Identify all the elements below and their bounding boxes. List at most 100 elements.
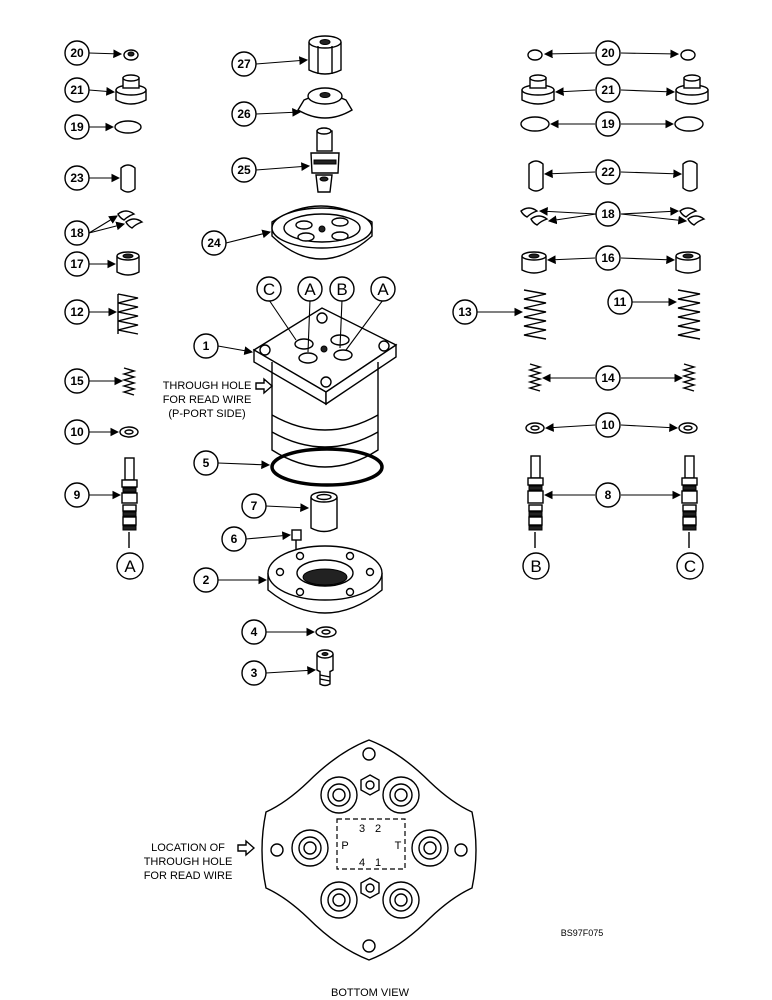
leader-lines xyxy=(88,49,688,675)
part-sleeve-7 xyxy=(310,491,338,533)
callout-19-right: 19 xyxy=(601,117,615,131)
location-line-2: THROUGH HOLE xyxy=(144,856,233,868)
part-plate-2 xyxy=(267,545,383,614)
bottom-view-drawing: 3 2 P T 4 1 xyxy=(261,739,477,961)
part-nut-20-right-a xyxy=(527,49,543,61)
hollow-arrow-icon-bottom xyxy=(237,839,256,857)
port-mark-3: 3 xyxy=(359,823,365,835)
part-clips-18-left xyxy=(117,210,144,229)
callout-12: 12 xyxy=(70,305,84,319)
part-plungers-8 xyxy=(527,455,698,548)
part-nut-20-right-b xyxy=(680,49,696,61)
left-column-parts xyxy=(114,49,147,548)
part-spring-14-b xyxy=(681,363,697,392)
callout-27: 27 xyxy=(237,57,251,71)
part-seal-19-left xyxy=(114,120,142,134)
callout-21-left: 21 xyxy=(70,83,84,97)
part-cover-plate-24 xyxy=(271,205,373,260)
callout-10-left: 10 xyxy=(70,425,84,439)
callout-26: 26 xyxy=(237,107,251,121)
callout-19-left: 19 xyxy=(70,120,84,134)
through-hole-line-3: (P-PORT SIDE) xyxy=(168,408,245,420)
callout-6: 6 xyxy=(231,532,238,546)
bottom-view-caption: BOTTOM VIEW xyxy=(331,987,410,999)
callout-24: 24 xyxy=(207,236,221,250)
part-pins-22 xyxy=(528,160,698,192)
callout-10-right: 10 xyxy=(601,418,615,432)
callout-circles: 20 21 19 23 18 17 12 15 10 9 27 26 25 24… xyxy=(64,40,633,686)
callout-20-right: 20 xyxy=(601,46,615,60)
through-hole-line-2: FOR READ WIRE xyxy=(163,394,252,406)
port-letter-a-top-right: A xyxy=(377,280,389,299)
part-spring-14-a xyxy=(527,363,543,392)
callout-16: 16 xyxy=(601,251,615,265)
part-spring-13 xyxy=(523,289,547,340)
port-letter-c-top: C xyxy=(263,280,275,299)
part-collars-16 xyxy=(521,251,701,274)
part-bolt-3 xyxy=(316,649,334,687)
part-caps-21-right xyxy=(521,74,709,105)
callout-22: 22 xyxy=(601,165,615,179)
port-letter-b-bottom: B xyxy=(530,557,541,576)
part-spring-15 xyxy=(121,367,137,396)
callout-21-right: 21 xyxy=(601,83,615,97)
callout-17: 17 xyxy=(70,257,84,271)
port-mark-p: P xyxy=(341,840,348,852)
port-letter-a-top-left: A xyxy=(304,280,316,299)
drawing-code: BS97F075 xyxy=(561,928,604,938)
callout-15: 15 xyxy=(70,374,84,388)
callout-5: 5 xyxy=(203,456,210,470)
port-letter-b-top: B xyxy=(336,280,347,299)
right-column-parts xyxy=(520,49,709,548)
callout-25: 25 xyxy=(237,163,251,177)
location-line-1: LOCATION OF xyxy=(151,842,225,854)
part-nut-20-left xyxy=(123,49,139,61)
callout-18-left: 18 xyxy=(70,226,84,240)
callout-14: 14 xyxy=(601,371,615,385)
callout-4: 4 xyxy=(251,625,258,639)
part-seal-19-right-a xyxy=(520,116,550,132)
part-collar-17 xyxy=(116,251,140,276)
port-letter-a-bottom: A xyxy=(124,557,136,576)
through-hole-label: THROUGH HOLE FOR READ WIRE (P-PORT SIDE) xyxy=(163,377,274,420)
hollow-arrow-icon xyxy=(255,377,274,395)
port-mark-2: 2 xyxy=(375,823,381,835)
callout-1: 1 xyxy=(203,339,210,353)
part-washers-10-right xyxy=(525,422,698,434)
part-clips-18-right xyxy=(520,207,706,226)
bottom-view-ports xyxy=(291,774,449,919)
through-hole-line-1: THROUGH HOLE xyxy=(163,380,252,392)
callout-18-right: 18 xyxy=(601,207,615,221)
callout-8: 8 xyxy=(605,488,612,502)
port-mark-t: T xyxy=(395,840,402,852)
port-letters: C A B A A B C xyxy=(116,276,704,580)
callout-9: 9 xyxy=(74,488,81,502)
part-spring-12 xyxy=(117,293,139,335)
callout-11: 11 xyxy=(614,295,627,309)
callout-2: 2 xyxy=(203,573,210,587)
part-washer-4 xyxy=(315,626,337,638)
center-column-parts xyxy=(252,35,398,687)
port-mark-4: 4 xyxy=(359,857,365,869)
part-washer-10-left xyxy=(119,426,139,438)
callout-7: 7 xyxy=(251,499,258,513)
part-oring-5 xyxy=(270,447,384,487)
callout-20-left: 20 xyxy=(70,46,84,60)
part-body-1 xyxy=(252,307,398,468)
part-nut-27 xyxy=(308,35,342,75)
part-seal-19-right-b xyxy=(674,116,704,132)
part-disc-26 xyxy=(297,87,353,119)
port-letter-c-bottom: C xyxy=(684,557,696,576)
part-joint-25 xyxy=(310,127,340,193)
part-cap-21-left xyxy=(115,74,147,105)
port-mark-1: 1 xyxy=(375,857,381,869)
location-line-3: FOR READ WIRE xyxy=(144,870,233,882)
callout-23: 23 xyxy=(70,171,84,185)
callout-13: 13 xyxy=(458,305,472,319)
callout-3: 3 xyxy=(251,666,258,680)
location-label: LOCATION OF THROUGH HOLE FOR READ WIRE xyxy=(144,839,256,882)
part-pin-23 xyxy=(120,164,136,193)
part-plunger-9 xyxy=(121,457,138,548)
part-spring-11 xyxy=(677,289,701,340)
